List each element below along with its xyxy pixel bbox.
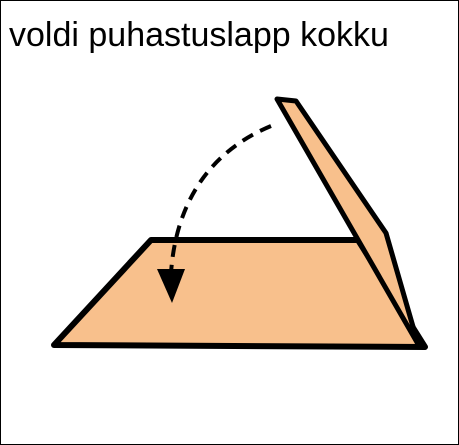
folding-illustration xyxy=(1,1,458,444)
instruction-card: voldi puhastuslapp kokku xyxy=(0,0,459,445)
